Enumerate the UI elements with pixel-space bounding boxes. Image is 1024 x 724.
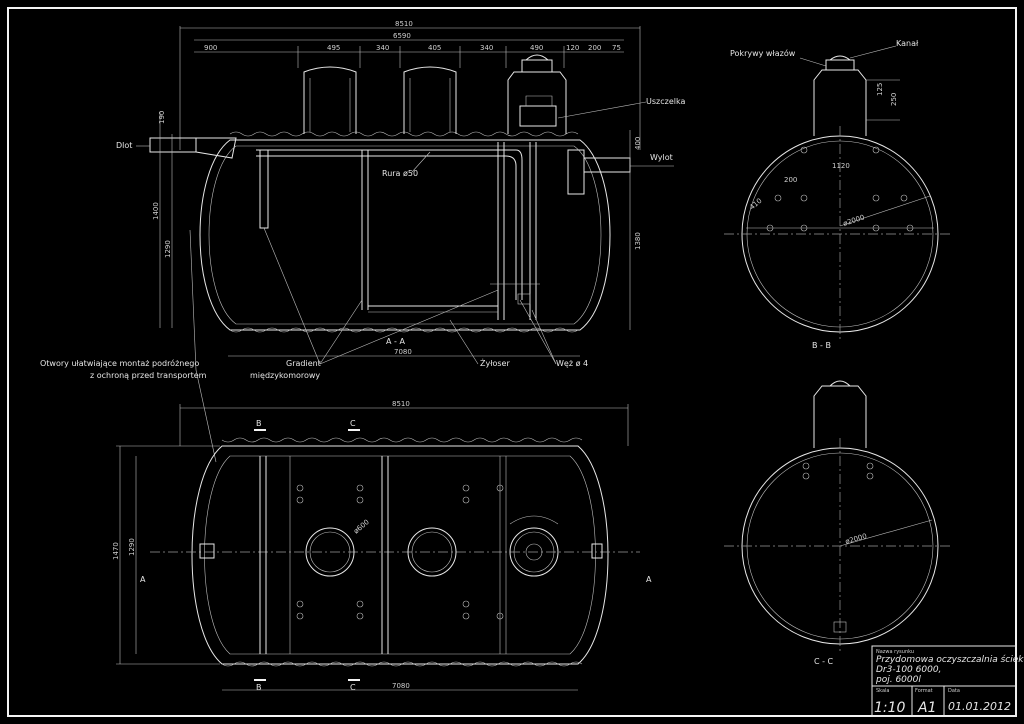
section-label-b-b: B - B	[812, 341, 831, 350]
label-uszczelka: Uszczelka	[646, 97, 685, 106]
dim-bb-top-250: 250	[890, 93, 898, 106]
dim-height-right: 1380	[634, 232, 642, 250]
dim-plan-width: 1470	[112, 542, 120, 560]
title-block-date-label: Data	[948, 688, 960, 694]
dim-seg-3: 340	[376, 44, 389, 52]
label-kanal: Kanał	[896, 39, 919, 48]
title-block-line1: Przydomowa oczyszczalnia ścieków, typ	[876, 654, 1024, 665]
section-b-b: ø2000 1120 200 410 250 125 Pokrywy włazó…	[724, 39, 950, 350]
section-mark-b-bottom: B	[256, 683, 262, 692]
dim-bb-200: 200	[784, 176, 797, 184]
label-wylot: Wylot	[650, 153, 673, 162]
elevation-view: 8510 6590 900 495 340 405 340 490 120 20…	[40, 20, 685, 463]
section-mark-b-top: B	[256, 419, 262, 428]
title-block-name-label: Nazwa rysunku	[876, 649, 914, 655]
dim-side-190: 190	[158, 111, 166, 124]
dim-height-inner: 1290	[164, 240, 172, 258]
label-gradient-line1: Gradient	[286, 359, 321, 368]
dim-hole-dia: ø600	[352, 518, 371, 535]
dim-plan-total: 8510	[392, 400, 410, 408]
dim-bottom-len: 7080	[394, 348, 412, 356]
dim-seg-7: 120	[566, 44, 579, 52]
title-block-date: 01.01.2012	[948, 700, 1011, 713]
dim-bb-410: 410	[748, 197, 763, 212]
dim-bb-top-125: 125	[876, 83, 884, 96]
title-block-line3: poj. 6000l	[875, 675, 921, 685]
dim-seg-1: 900	[204, 44, 217, 52]
section-c-c: ø2000 C - C	[724, 380, 950, 666]
title-block-format-label: Format	[915, 688, 933, 694]
sheet-frame	[7, 7, 1017, 717]
section-mark-c-top: C	[350, 419, 356, 428]
dim-height-left: 1400	[152, 202, 160, 220]
dim-seg-2: 495	[327, 44, 340, 52]
dim-bb-1120: 1120	[832, 162, 850, 170]
dim-seg-4: 405	[428, 44, 441, 52]
label-rura: Rura ø50	[382, 169, 418, 178]
section-label-a-a: A - A	[386, 337, 405, 346]
section-mark-c-bottom: C	[350, 683, 356, 692]
dim-inner-top: 6590	[393, 32, 411, 40]
label-weg: Węż ø 4	[556, 359, 588, 368]
label-otwory-line2: z ochroną przed transportem	[90, 371, 207, 380]
section-mark-a-right: A	[646, 575, 652, 584]
label-gradient-line2: międzykomorowy	[250, 371, 320, 380]
dim-seg-5: 340	[480, 44, 493, 52]
title-block-line2: Dr3-100 6000,	[876, 665, 941, 675]
dim-seg-6: 490	[530, 44, 543, 52]
section-label-c-c: C - C	[814, 657, 834, 666]
dim-plan-inner: 1290	[128, 538, 136, 556]
title-block-scale-label: Skala	[876, 688, 890, 694]
plan-view: 8510 1470 1290 ø600	[112, 400, 652, 692]
label-zylo: Żyłoser	[480, 358, 510, 368]
label-otwory-line1: Otwory ułatwiające montaż podróżnego	[40, 358, 199, 368]
label-dlot: Dlot	[116, 141, 132, 150]
dim-seg-9: 75	[612, 44, 621, 52]
section-mark-a-left: A	[140, 575, 146, 584]
dim-seg-8: 200	[588, 44, 601, 52]
title-block-scale: 1:10	[874, 700, 906, 716]
title-block-format: A1	[917, 700, 936, 716]
dim-cc-diameter: ø2000	[844, 532, 867, 546]
dim-bb-diameter: ø2000	[842, 213, 865, 227]
dim-side-400: 400	[634, 137, 642, 150]
dim-total-top: 8510	[395, 20, 413, 28]
title-block: Nazwa rysunku Przydomowa oczyszczalnia ś…	[871, 645, 1024, 717]
dim-plan-bottom: 7080	[392, 682, 410, 690]
label-pokrywa: Pokrywy włazów	[730, 48, 796, 58]
